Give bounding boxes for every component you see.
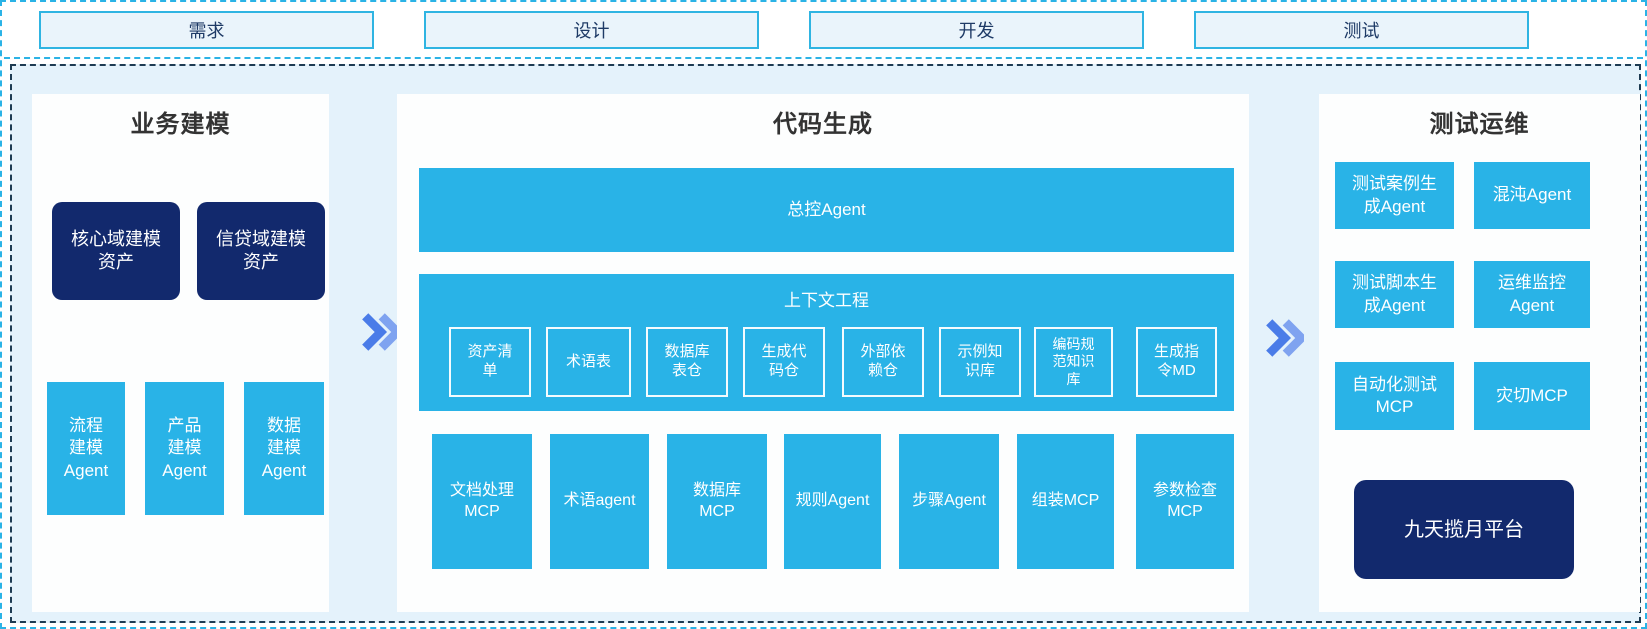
context-engineering-group: 上下文工程 资产清 单 术语表 数据库 表仓 生成代 码仓 外部依 赖仓 示例知…: [419, 274, 1234, 411]
box-data-modeling-agent: 数据 建模 Agent: [244, 382, 324, 515]
panel-codegen-title: 代码生成: [773, 111, 873, 138]
tool-assembly-mcp: 组装MCP: [1017, 434, 1114, 569]
ctx-generated-code-repo: 生成代 码仓: [743, 327, 825, 397]
tool-doc-processing-mcp: 文档处理 MCP: [432, 434, 532, 569]
phase-requirements: 需求: [39, 11, 374, 49]
double-chevron-right-icon: [362, 313, 400, 351]
box-process-modeling-agent: 流程 建模 Agent: [47, 382, 125, 515]
box-product-modeling-agent: 产品 建模 Agent: [145, 382, 224, 515]
box-test-script-gen-agent: 测试脚本生 成Agent: [1335, 261, 1454, 328]
tool-glossary-agent: 术语agent: [550, 434, 649, 569]
phase-design: 设计: [424, 11, 759, 49]
box-credit-domain-assets: 信贷域建模 资产: [197, 202, 325, 300]
box-disaster-switch-mcp: 灾切MCP: [1474, 362, 1590, 430]
ctx-db-table-repo: 数据库 表仓: [646, 327, 728, 397]
phase-testing: 测试: [1194, 11, 1529, 49]
panel-test-ops: 测试运维 测试案例生 成Agent 混沌Agent 测试脚本生 成Agent 运…: [1319, 94, 1640, 612]
ctx-glossary: 术语表: [546, 327, 631, 397]
panel-code-generation: 代码生成 总控Agent 上下文工程 资产清 单 术语表 数据库 表仓 生成代 …: [397, 94, 1249, 612]
ctx-gen-instruction-md: 生成指 令MD: [1136, 327, 1217, 397]
panel-business-title: 业务建模: [130, 111, 231, 138]
tool-steps-agent: 步骤Agent: [899, 434, 999, 569]
panel-business-modeling: 业务建模 核心域建模 资产 信贷域建模 资产 流程 建模 Agent 产品 建模…: [32, 94, 329, 612]
box-test-case-gen-agent: 测试案例生 成Agent: [1335, 162, 1454, 229]
context-engineering-title: 上下文工程: [784, 291, 869, 310]
ctx-example-kb: 示例知 识库: [939, 327, 1021, 397]
tool-rules-agent: 规则Agent: [784, 434, 881, 569]
box-chaos-agent: 混沌Agent: [1474, 162, 1590, 229]
ctx-external-deps-repo: 外部依 赖仓: [842, 327, 924, 397]
tool-param-check-mcp: 参数检查 MCP: [1136, 434, 1234, 569]
box-master-agent: 总控Agent: [419, 168, 1234, 252]
box-jiutian-lanyue-platform: 九天揽月平台: [1354, 480, 1574, 579]
panel-testops-title: 测试运维: [1429, 111, 1530, 138]
ctx-coding-standards-kb: 编码规 范知识 库: [1034, 327, 1113, 397]
tool-database-mcp: 数据库 MCP: [667, 434, 767, 569]
double-chevron-right-icon: [1266, 319, 1304, 357]
box-ops-monitor-agent: 运维监控 Agent: [1474, 261, 1590, 328]
ctx-asset-list: 资产清 单: [449, 327, 531, 397]
phase-development: 开发: [809, 11, 1144, 49]
phase-strip: 需求 设计 开发 测试: [4, 2, 1643, 59]
box-auto-test-mcp: 自动化测试 MCP: [1335, 362, 1454, 430]
box-core-domain-assets: 核心域建模 资产: [52, 202, 180, 300]
